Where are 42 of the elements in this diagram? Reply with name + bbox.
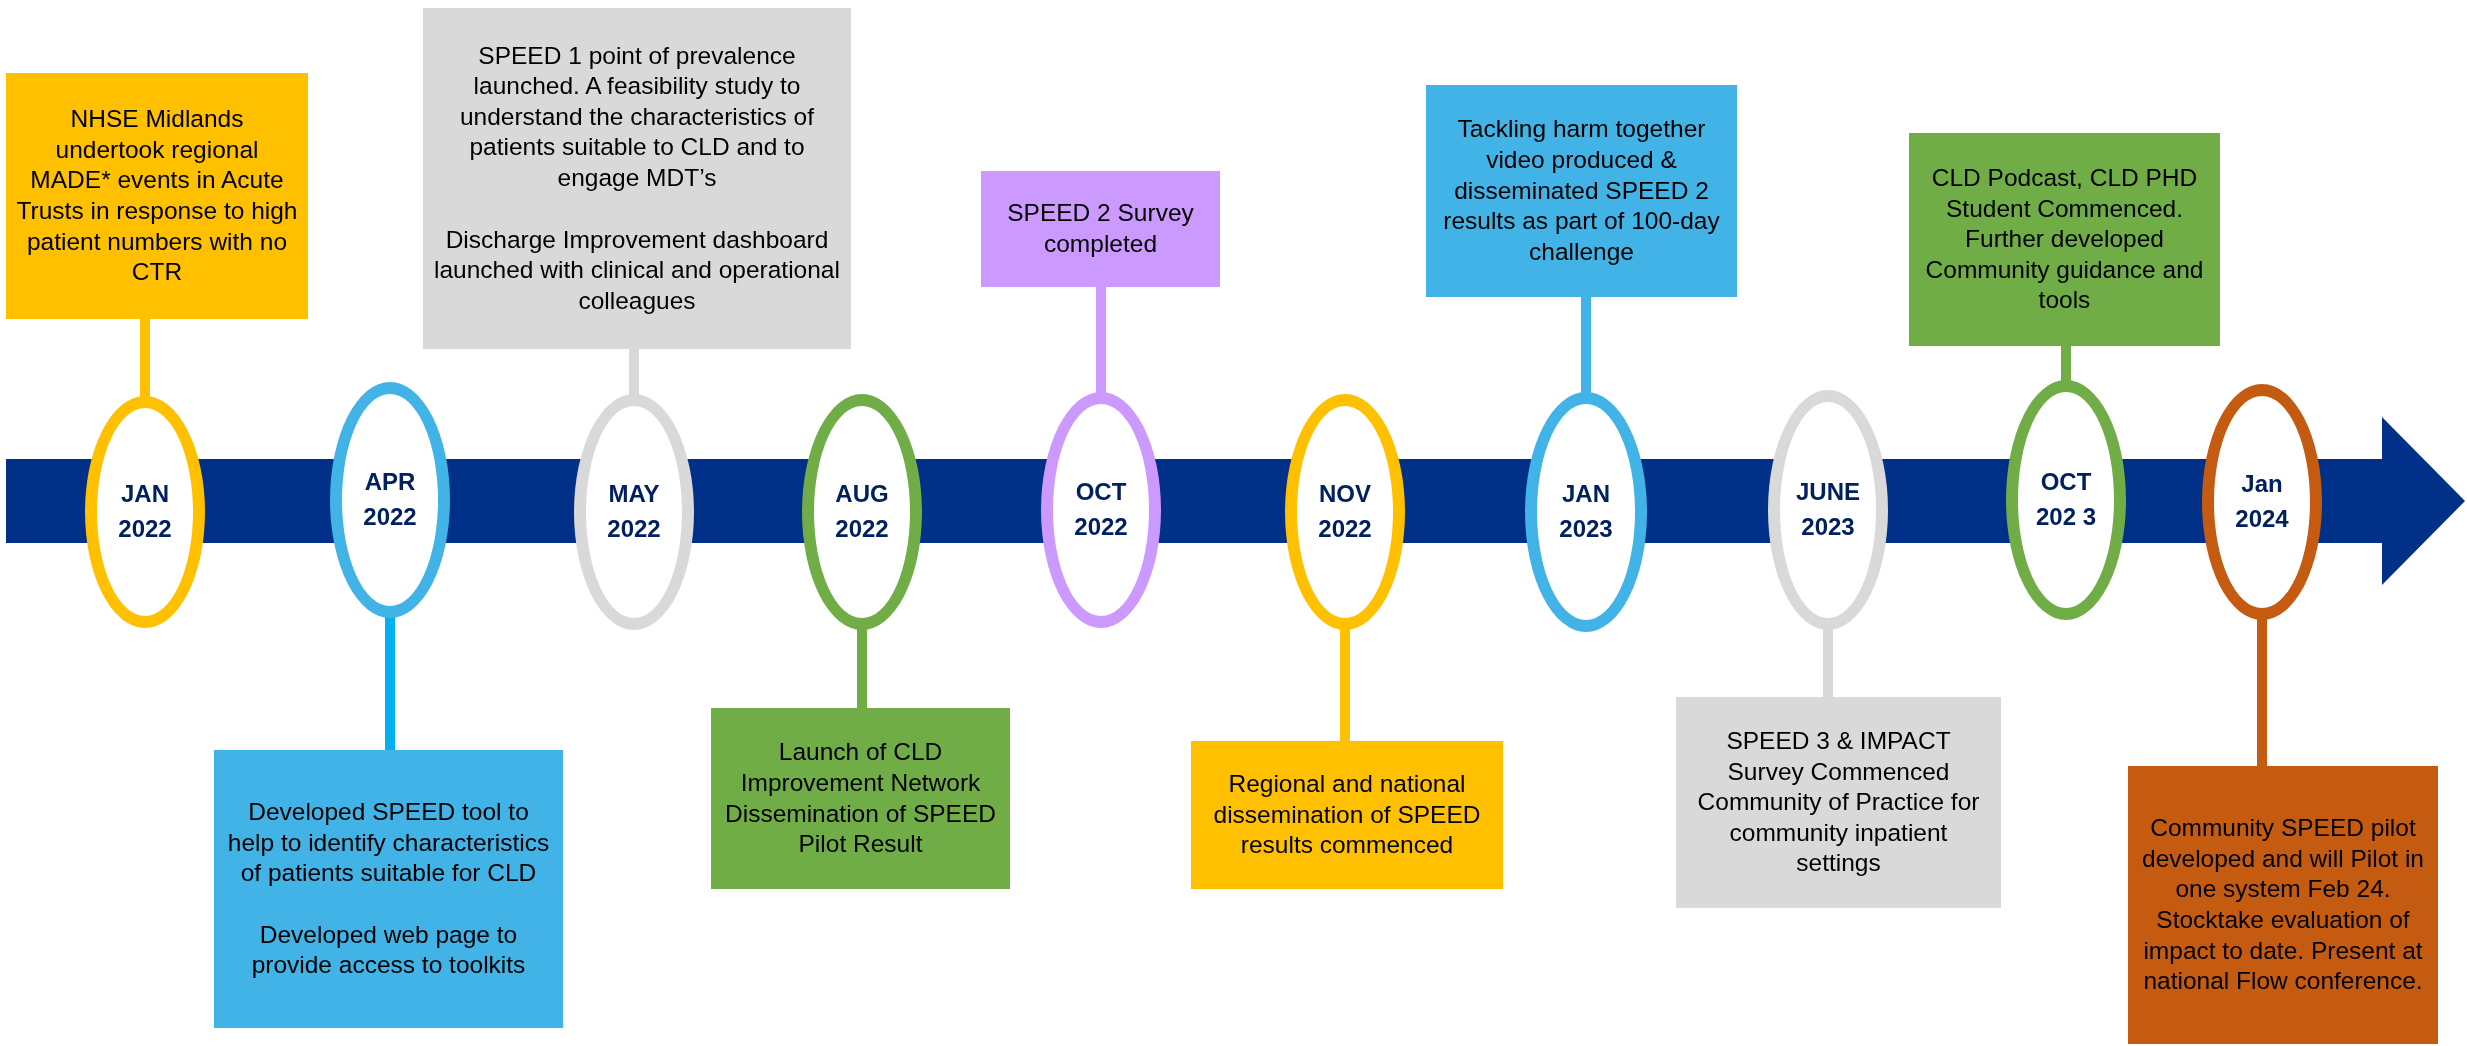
event-box — [1191, 741, 1503, 889]
event-box — [711, 708, 1010, 889]
connector-line — [857, 628, 867, 708]
date-label: MAY 2022 — [606, 479, 662, 544]
event-text: Launch of CLD Improvement Network Dissemination of SPEED Pilot Result — [724, 737, 997, 860]
connector-line — [385, 616, 395, 750]
event-text: NHSE Midlands undertook regional MADE* events in Acute Trusts in response to high patient numbers with no CTR — [16, 104, 298, 288]
event-box — [423, 8, 851, 349]
event-box — [1426, 85, 1737, 297]
date-label: JUNE 2023 — [1795, 477, 1861, 542]
connector-line — [629, 349, 639, 396]
date-label: OCT 202 3 — [2034, 467, 2098, 532]
connector-line — [2257, 618, 2267, 766]
date-label: OCT 2022 — [1073, 477, 1129, 542]
connector-line — [1096, 287, 1106, 394]
event-text: Regional and national dissemination of SPEED results commenced — [1212, 769, 1482, 861]
event-text: Discharge Improvement dashboard launched with clinical and operational colleagues — [433, 224, 841, 316]
event-box — [1909, 133, 2220, 346]
event-box — [1676, 697, 2001, 908]
event-box — [6, 73, 308, 319]
date-label: Jan 2024 — [2234, 469, 2290, 534]
event-text: SPEED 2 Survey completed — [1006, 198, 1195, 259]
connector-line — [140, 319, 150, 398]
date-label: NOV 2022 — [1317, 479, 1373, 544]
event-text: Developed web page to provide access to toolkits — [250, 919, 527, 981]
date-label: AUG 2022 — [834, 479, 890, 544]
event-text: Tackling harm together video produced & disseminated SPEED 2 results as part of 100-day challenge — [1442, 114, 1721, 267]
event-box — [981, 171, 1220, 287]
date-label: JAN 2023 — [1558, 479, 1614, 544]
event-text: SPEED 1 point of prevalence launched. A feasibility study to understand the characteristics of patients suitable to CLD and to engage MDT’s — [458, 40, 816, 193]
connector-line — [1581, 297, 1591, 394]
connector-line — [2061, 346, 2071, 382]
event-text: CLD Podcast, CLD PHD Student Commenced. Further developed Community guidance and tools — [1924, 162, 2205, 316]
event-text: SPEED 3 & IMPACT Survey Commenced Community of Practice for community inpatient settings — [1696, 725, 1981, 879]
event-text: Developed SPEED tool to help to identify characteristics of patients suitable for CLD — [226, 796, 551, 889]
date-label: APR 2022 — [362, 467, 418, 532]
date-label: JAN 2022 — [117, 479, 173, 544]
event-text: Community SPEED pilot developed and will Pilot in one system Feb 24. Stocktake evaluation of impact to date. Present at national Flow conference. — [2141, 813, 2425, 997]
connector-line — [1340, 628, 1350, 741]
event-box — [2128, 766, 2438, 1044]
connector-line — [1823, 628, 1833, 697]
event-box — [214, 750, 563, 1028]
